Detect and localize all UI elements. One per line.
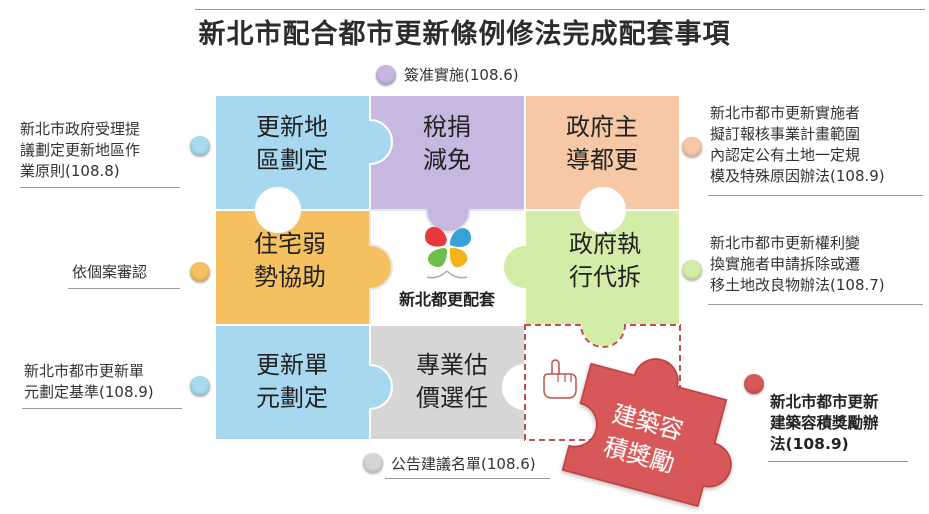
- left-note-3-line2: 元劃定基準(108.9): [24, 383, 154, 401]
- piece-urban-renewal-area-line2: 區劃定: [256, 146, 328, 174]
- right-note-3-rule: [768, 461, 908, 462]
- right-note-3-dot: [744, 374, 764, 394]
- right-note-1-dot: [682, 137, 702, 157]
- left-note-3-dot: [190, 376, 210, 396]
- top-caption-dot: [376, 65, 396, 85]
- right-note-3-line2: 建築容積獎勵辦: [770, 414, 879, 432]
- piece-government-demolition-line1: 政府執: [569, 230, 641, 258]
- left-note-1-dot: [190, 136, 210, 156]
- left-note-3-line1: 新北市都市更新單: [24, 362, 145, 380]
- piece-housing-assistance-line2: 勢協助: [254, 263, 326, 291]
- center-label: 新北都更配套: [399, 290, 496, 309]
- right-note-2-dot: [682, 260, 702, 280]
- piece-housing-assistance: 住宅弱 勢協助: [214, 209, 393, 326]
- piece-tax-reduction-line2: 減免: [423, 146, 471, 174]
- right-note-1-line3: 內認定公有土地一定規: [710, 146, 861, 164]
- right-note-1-line2: 擬訂報核事業計畫範圍: [710, 125, 861, 143]
- left-note-2-dot: [190, 262, 210, 282]
- left-note-3-rule: [22, 408, 182, 409]
- left-note-2-rule: [68, 288, 180, 289]
- piece-tax-reduction-line1: 稅捐: [423, 113, 471, 141]
- empty-slot-outline: [524, 324, 681, 441]
- piece-appraiser-selection-line2: 價選任: [416, 384, 488, 412]
- right-note-1-line4: 模及特殊原因辦法(108.9): [710, 167, 885, 185]
- piece-renewal-unit-line1: 更新單: [256, 351, 328, 379]
- piece-government-demolition: 政府執 行代拆: [502, 209, 681, 348]
- bottom-caption-dot: [363, 453, 383, 473]
- left-note-1-line1: 新北市政府受理提: [20, 120, 141, 138]
- piece-government-led-line1: 政府主: [566, 113, 638, 141]
- pointing-hand-icon: [543, 359, 577, 399]
- piece-appraiser-selection: 專業估 價選任: [369, 324, 526, 441]
- page-title: 新北市配合都市更新條例修法完成配套事項: [198, 19, 731, 50]
- right-note-2: 新北市都市更新權利變 換實施者申請拆除或遷 移土地改良物辦法(108.7): [710, 233, 925, 296]
- right-note-3-line1: 新北市都市更新: [770, 393, 879, 411]
- piece-government-led: 政府主 導都更: [524, 94, 681, 211]
- piece-urban-renewal-area: 更新地 區劃定: [214, 94, 393, 211]
- title-rule: [195, 9, 925, 10]
- left-note-2-line1: 依個案審認: [72, 263, 148, 281]
- piece-renewal-unit-line2: 元劃定: [256, 384, 328, 412]
- bottom-caption-rule: [385, 478, 550, 479]
- right-note-1: 新北市都市更新實施者 擬訂報核事業計畫範圍 內認定公有土地一定規 模及特殊原因辦…: [710, 103, 925, 187]
- right-note-2-line3: 移土地改良物辦法(108.7): [710, 276, 885, 294]
- right-note-1-line1: 新北市都市更新實施者: [710, 104, 861, 122]
- piece-center-logo: 新北都更配套: [369, 209, 526, 326]
- left-note-1-rule: [20, 187, 180, 188]
- right-note-3: 新北市都市更新 建築容積獎勵辦 法(108.9): [770, 392, 920, 455]
- piece-government-led-line2: 導都更: [566, 146, 638, 174]
- left-note-1-line3: 業原則(108.8): [20, 162, 120, 180]
- right-note-2-line2: 換實施者申請拆除或遷: [710, 255, 861, 273]
- piece-urban-renewal-area-line1: 更新地: [256, 113, 328, 141]
- new-taipei-logo-icon: [425, 226, 472, 279]
- top-caption: 簽准實施(108.6): [404, 66, 519, 84]
- piece-housing-assistance-line1: 住宅弱: [254, 230, 326, 258]
- left-note-1-line2: 議劃定更新地區作: [20, 141, 141, 159]
- piece-appraiser-selection-line1: 專業估: [416, 351, 488, 379]
- left-note-2: 依個案審認: [72, 262, 192, 283]
- piece-renewal-unit: 更新單 元劃定: [214, 324, 393, 441]
- piece-floor-area-bonus: 建築容 積獎勵: [561, 358, 732, 508]
- right-note-2-line1: 新北市都市更新權利變: [710, 234, 861, 252]
- right-note-3-line3: 法(108.9): [770, 435, 849, 453]
- left-note-3: 新北市都市更新單 元劃定基準(108.9): [24, 361, 204, 403]
- right-note-1-rule: [708, 195, 923, 196]
- right-note-2-rule: [708, 304, 923, 305]
- piece-government-demolition-line2: 行代拆: [569, 263, 641, 291]
- bottom-caption: 公告建議名單(108.6): [391, 455, 536, 473]
- left-note-1: 新北市政府受理提 議劃定更新地區作 業原則(108.8): [20, 119, 200, 182]
